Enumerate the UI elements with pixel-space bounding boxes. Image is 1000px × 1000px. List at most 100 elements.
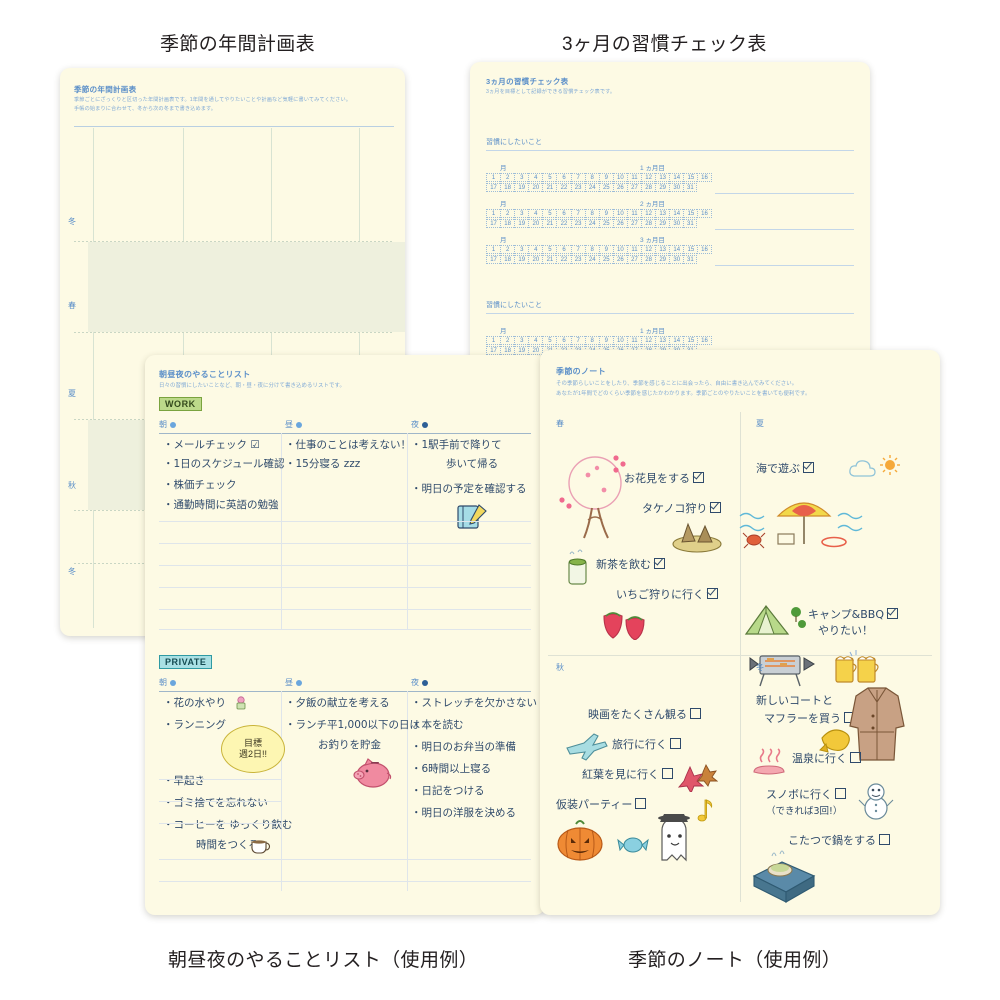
day-cell-26[interactable]: 26 xyxy=(612,219,627,228)
autumn-item-2[interactable]: 旅行に行く xyxy=(612,738,681,752)
day-cell-2[interactable]: 2 xyxy=(500,245,515,254)
day-cell-3[interactable]: 3 xyxy=(514,173,529,182)
day-cell-16[interactable]: 16 xyxy=(697,173,712,182)
spring-item-4[interactable]: いちご狩りに行く xyxy=(616,588,718,602)
priv-night-item-3[interactable]: ・明日のお弁当の準備 xyxy=(411,741,516,753)
day-cell-13[interactable]: 13 xyxy=(655,209,670,218)
autumn-checkbox-1[interactable] xyxy=(690,708,701,719)
day-cell-24[interactable]: 24 xyxy=(584,183,599,192)
day-cell-15[interactable]: 15 xyxy=(683,173,698,182)
day-cell-8[interactable]: 8 xyxy=(584,245,599,254)
priv-morning-item-1[interactable]: ・花の水やり xyxy=(163,697,226,709)
day-cell-27[interactable]: 27 xyxy=(626,183,642,192)
day-cell-14[interactable]: 14 xyxy=(669,336,684,345)
day-cell-9[interactable]: 9 xyxy=(598,173,613,182)
day-cell-4[interactable]: 4 xyxy=(528,336,543,345)
day-cell-23[interactable]: 23 xyxy=(570,255,585,264)
day-cell-13[interactable]: 13 xyxy=(655,245,670,254)
day-cell-10[interactable]: 10 xyxy=(612,209,627,218)
spring-item-1[interactable]: お花見をする xyxy=(624,472,704,486)
day-cell-11[interactable]: 11 xyxy=(626,245,642,254)
day-cell-26[interactable]: 26 xyxy=(612,183,627,192)
day-cell-24[interactable]: 24 xyxy=(584,219,599,228)
habit-note-line-2[interactable] xyxy=(715,229,854,230)
day-cell-2[interactable]: 2 xyxy=(500,209,515,218)
priv-morning-item-6[interactable]: 時間をつくる xyxy=(175,839,259,851)
day-cell-5[interactable]: 5 xyxy=(542,173,557,182)
month-label-2[interactable]: 月 xyxy=(500,201,507,208)
day-cell-8[interactable]: 8 xyxy=(584,209,599,218)
day-cell-25[interactable]: 25 xyxy=(598,219,613,228)
day-cell-17[interactable]: 17 xyxy=(486,255,501,264)
day-cell-1[interactable]: 1 xyxy=(486,173,501,182)
day-cell-28[interactable]: 28 xyxy=(641,255,656,264)
day-cell-4[interactable]: 4 xyxy=(528,173,543,182)
summer-item-2[interactable]: キャンプ&BBQ xyxy=(808,608,898,622)
summer-item-3[interactable]: やりたい！ xyxy=(818,624,873,637)
spring-item-2[interactable]: タケノコ狩り xyxy=(642,502,722,516)
day-cell-25[interactable]: 25 xyxy=(598,255,613,264)
priv-night-item-6[interactable]: ・明日の洋服を決める xyxy=(411,807,516,819)
day-cell-12[interactable]: 12 xyxy=(641,336,656,345)
day-cell-11[interactable]: 11 xyxy=(626,336,642,345)
winter-checkbox-3[interactable] xyxy=(835,788,846,799)
priv-noon-item-3[interactable]: お釣りを貯金 xyxy=(297,739,381,751)
day-cell-19[interactable]: 19 xyxy=(514,183,529,192)
day-cell-6[interactable]: 6 xyxy=(556,209,571,218)
day-cell-18[interactable]: 18 xyxy=(500,255,515,264)
day-cell-29[interactable]: 29 xyxy=(655,183,670,192)
day-cell-7[interactable]: 7 xyxy=(570,173,585,182)
day-cell-20[interactable]: 20 xyxy=(528,219,543,228)
work-morning-item-2[interactable]: ・1日のスケジュール確認 xyxy=(163,458,285,470)
day-cell-11[interactable]: 11 xyxy=(626,173,642,182)
day-cell-8[interactable]: 8 xyxy=(584,336,599,345)
day-cell-23[interactable]: 23 xyxy=(570,183,585,192)
day-cell-30[interactable]: 30 xyxy=(669,183,684,192)
autumn-checkbox-2[interactable] xyxy=(670,738,681,749)
day-cell-15[interactable]: 15 xyxy=(683,209,698,218)
month-label-3[interactable]: 月 xyxy=(500,237,507,244)
day-cell-4[interactable]: 4 xyxy=(528,209,543,218)
day-cell-22[interactable]: 22 xyxy=(556,219,571,228)
day-cell-2[interactable]: 2 xyxy=(500,173,515,182)
day-cell-16[interactable]: 16 xyxy=(697,336,712,345)
day-cell-12[interactable]: 12 xyxy=(641,209,656,218)
day-cell-21[interactable]: 21 xyxy=(542,255,557,264)
day-cell-30[interactable]: 30 xyxy=(669,219,684,228)
winter-item-1[interactable]: 新しいコートと xyxy=(756,694,833,707)
day-cell-31[interactable]: 31 xyxy=(683,255,698,264)
day-cell-17[interactable]: 17 xyxy=(486,219,501,228)
spring-checkbox-4[interactable] xyxy=(707,588,718,599)
day-cell-12[interactable]: 12 xyxy=(641,173,656,182)
day-cell-27[interactable]: 27 xyxy=(626,219,642,228)
spring-checkbox-3[interactable] xyxy=(654,558,665,569)
summer-checkbox-1[interactable] xyxy=(803,462,814,473)
day-cell-6[interactable]: 6 xyxy=(556,245,571,254)
day-cell-4[interactable]: 4 xyxy=(528,245,543,254)
day-cell-2[interactable]: 2 xyxy=(500,336,515,345)
summer-checkbox-2[interactable] xyxy=(887,608,898,619)
day-cell-14[interactable]: 14 xyxy=(669,209,684,218)
winter-item-4[interactable]: スノボに行く xyxy=(766,788,846,802)
autumn-item-4[interactable]: 仮装パーティー xyxy=(556,798,647,812)
work-night-item-1b[interactable]: 歩いて帰る xyxy=(425,458,499,470)
day-cell-17[interactable]: 17 xyxy=(486,183,501,192)
work-morning-item-4[interactable]: ・通勤時間に英語の勉強 xyxy=(163,499,279,511)
work-noon-item-1[interactable]: ・仕事のことは考えない！ xyxy=(285,439,411,451)
day-cell-31[interactable]: 31 xyxy=(683,183,698,192)
day-cell-18[interactable]: 18 xyxy=(500,346,515,355)
habit-note-line-3[interactable] xyxy=(715,265,854,266)
day-cell-3[interactable]: 3 xyxy=(514,336,529,345)
winter-checkbox-2[interactable] xyxy=(850,752,861,763)
day-cell-6[interactable]: 6 xyxy=(556,173,571,182)
day-cell-3[interactable]: 3 xyxy=(514,245,529,254)
autumn-item-3[interactable]: 紅葉を見に行く xyxy=(582,768,673,782)
day-cell-25[interactable]: 25 xyxy=(598,183,613,192)
day-cell-28[interactable]: 28 xyxy=(641,183,656,192)
priv-noon-item-1[interactable]: ・夕飯の献立を考える xyxy=(285,697,390,709)
day-cell-21[interactable]: 21 xyxy=(542,219,557,228)
